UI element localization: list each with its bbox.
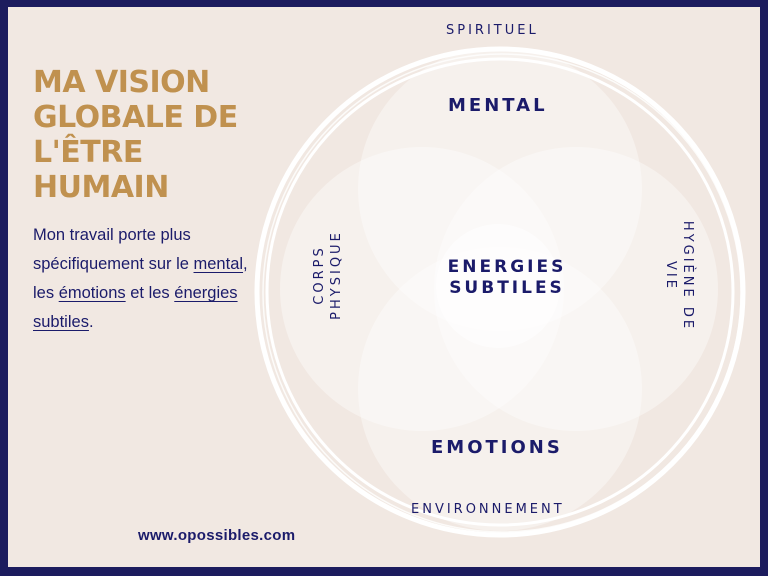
intro-text-4: .: [88, 313, 94, 331]
website-url[interactable]: www.opossibles.com: [138, 527, 296, 544]
mental-link[interactable]: mental: [193, 255, 244, 273]
outer-circle-trace: [262, 53, 742, 533]
venn-circle-energies: [434, 147, 718, 431]
outer-circle-inner-stroke: [265, 57, 735, 527]
intro-text-2: , les: [33, 255, 248, 302]
label-spirituel: SPIRITUEL: [446, 23, 539, 38]
intro-text-3: et les: [130, 284, 170, 302]
venn-circle-mental: [358, 47, 642, 331]
label-mental: MENTAL: [448, 95, 548, 116]
energies-subtiles-link[interactable]: énergies subtiles: [33, 284, 238, 331]
emotions-link[interactable]: émotions: [58, 284, 126, 302]
intro-text-1: Mon travail porte plus spécifiquement su…: [33, 226, 191, 273]
label-environnement: ENVIRONNEMENT: [411, 502, 565, 517]
label-hygiene-de-vie: HYGIÈNE DE VIE: [663, 220, 695, 332]
poster-frame: MA VISION GLOBALE DE L'ÊTRE HUMAIN Mon t…: [8, 7, 760, 567]
page-title: MA VISION GLOBALE DE L'ÊTRE HUMAIN: [33, 65, 238, 205]
label-energies-subtiles: ENERGIES SUBTILES: [447, 257, 567, 298]
intro-paragraph: Mon travail porte plus spécifiquement su…: [33, 221, 263, 337]
label-corps-physique: CORPS PHYSIQUE: [312, 230, 344, 320]
venn-diagram: [254, 46, 746, 538]
label-emotions: EMOTIONS: [431, 437, 563, 458]
venn-center-glow: [436, 224, 560, 348]
venn-circle-corps: [280, 147, 564, 431]
venn-circle-emotions: [358, 247, 642, 531]
